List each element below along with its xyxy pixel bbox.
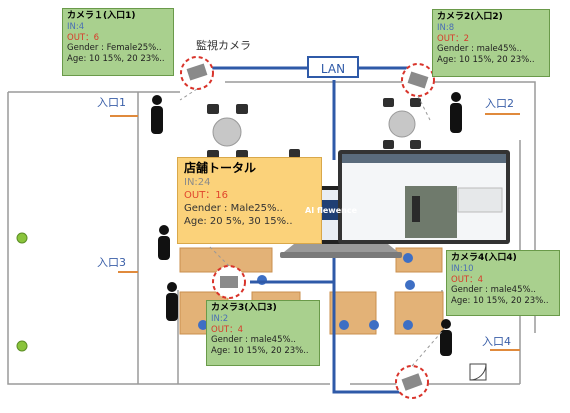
store-total-box: 店舗トータル IN:24 OUT：16 Gender : Male25%.. A… bbox=[177, 157, 322, 244]
store-total-gender: Gender : Male25%.. bbox=[184, 203, 283, 214]
camera-3-gender: Gender : male45%.. bbox=[211, 335, 296, 345]
camera-2-age: Age: 10 15%, 20 23%.. bbox=[437, 54, 535, 65]
store-total-in: IN:24 bbox=[184, 177, 211, 188]
camera-3-box: カメラ3(入口3) IN:2 OUT：4 Gender : male45%.. … bbox=[206, 300, 320, 366]
monitor bbox=[338, 150, 510, 244]
camera-2-title: カメラ2(入口2) bbox=[437, 12, 503, 22]
camera-2-box: カメラ2(入口2) IN:8 OUT：2 Gender : male45%.. … bbox=[432, 9, 550, 77]
camera-1-in: IN:4 bbox=[67, 22, 85, 32]
camera-markers bbox=[180, 56, 435, 399]
camera-4-age: Age: 10 15%, 20 23%.. bbox=[451, 295, 549, 306]
camera-4-out: OUT：4 bbox=[451, 274, 484, 285]
laptop-brand-label: AI flewence bbox=[305, 206, 357, 215]
store-total-age: Age: 20 5%, 30 15%.. bbox=[184, 216, 293, 227]
camera-2-out: OUT：2 bbox=[437, 33, 470, 44]
camera-3-out: OUT：4 bbox=[211, 324, 244, 335]
store-total-out: OUT：16 bbox=[184, 190, 229, 201]
entrance-marks bbox=[110, 113, 520, 351]
camera-4-box: カメラ4(入口4) IN:10 OUT：4 Gender : male45%..… bbox=[446, 250, 560, 316]
camera-2-in: IN:8 bbox=[437, 23, 455, 33]
entrance-3-label: 入口3 bbox=[97, 256, 126, 269]
lan-label: LAN bbox=[307, 56, 359, 78]
camera-4-gender: Gender : male45%.. bbox=[451, 285, 536, 295]
entrance-2-label: 入口2 bbox=[485, 97, 514, 110]
camera-4-in: IN:10 bbox=[451, 264, 474, 274]
camera-1-out: OUT：6 bbox=[67, 32, 100, 43]
entrance-4-label: 入口4 bbox=[482, 335, 511, 348]
chairs bbox=[207, 98, 421, 160]
people bbox=[151, 92, 462, 356]
camera-2-gender: Gender : male45%.. bbox=[437, 44, 522, 54]
camera-1-gender: Gender : Female25%.. bbox=[67, 43, 162, 53]
store-total-title: 店舗トータル bbox=[184, 161, 257, 175]
door-4 bbox=[469, 363, 487, 381]
camera-marker-4 bbox=[395, 365, 429, 399]
surveillance-camera-label: 監視カメラ bbox=[196, 39, 251, 52]
camera-marker-2 bbox=[401, 63, 435, 97]
camera-3-age: Age: 10 15%, 20 23%.. bbox=[211, 345, 309, 356]
camera-marker-1 bbox=[180, 56, 214, 90]
camera-1-title: カメラ１(入口1) bbox=[67, 11, 136, 21]
plants bbox=[16, 232, 28, 352]
camera-marker-3 bbox=[212, 265, 246, 299]
camera-1-age: Age: 10 15%, 20 23%.. bbox=[67, 53, 165, 64]
camera-4-title: カメラ4(入口4) bbox=[451, 253, 517, 263]
entrance-1-label: 入口1 bbox=[97, 96, 126, 109]
camera-3-in: IN:2 bbox=[211, 314, 229, 324]
sight-lines bbox=[179, 88, 446, 367]
camera-1-box: カメラ１(入口1) IN:4 OUT：6 Gender : Female25%.… bbox=[62, 8, 174, 76]
camera-3-title: カメラ3(入口3) bbox=[211, 303, 277, 313]
